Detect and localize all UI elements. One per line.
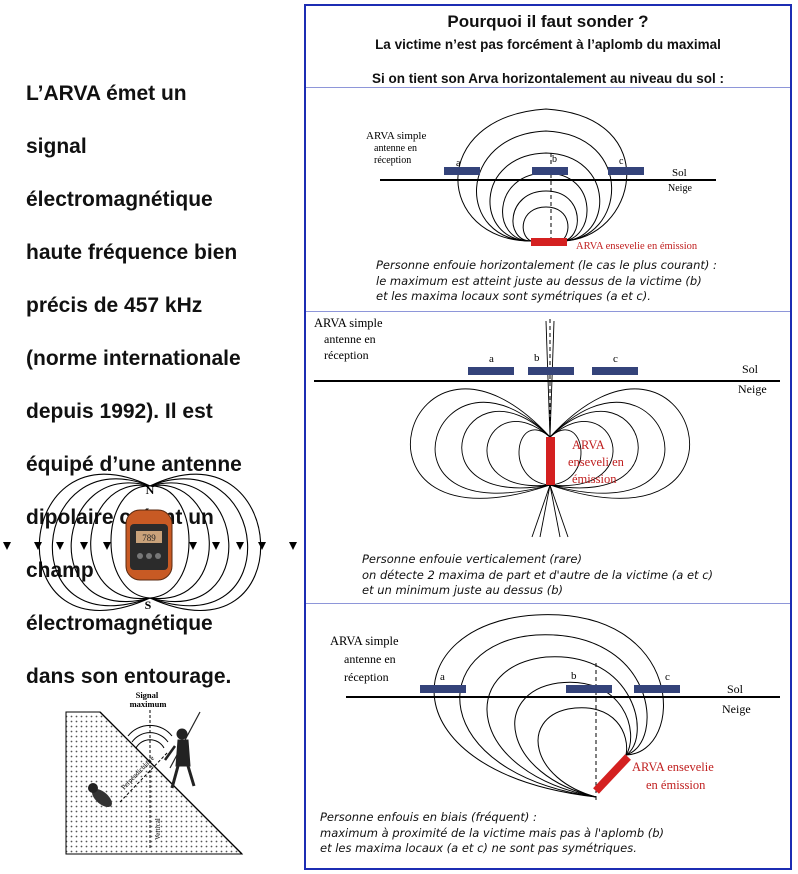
caption-line: le maximum est atteint juste au dessus d…	[376, 273, 702, 288]
caption-line: Personne enfouis en biais (fréquent) :	[320, 810, 537, 824]
sol-label: Sol	[742, 362, 759, 376]
arva-device: 789	[125, 509, 173, 581]
letter-b: b	[534, 352, 540, 364]
case-vertical-caption: Personne enfouie verticalement (rare) on…	[362, 552, 713, 599]
sol-label: Sol	[727, 682, 744, 696]
neige-label: Neige	[738, 382, 767, 396]
caption-line: on détecte 2 maxima de part et d'autre d…	[362, 567, 714, 582]
intro-line: équipé d’une antenne	[26, 452, 242, 476]
receiver-label-line: réception	[374, 155, 411, 166]
intro-line: dans son entourage.	[26, 664, 232, 688]
signal-maximum-label: Signal maximum	[130, 690, 167, 709]
case-vertical-diagram: a b c ARVA simple antenne en réception S…	[306, 311, 790, 538]
intro-line: électromagnétique	[26, 611, 213, 635]
south-pole-label: S	[145, 598, 152, 612]
emitter-label-line: enseveli en	[568, 455, 625, 469]
intro-line: champ	[26, 558, 94, 582]
receiver-label-line: réception	[324, 348, 369, 362]
intro-line: L’ARVA émet un	[26, 81, 187, 105]
vertical-label: Vertical	[154, 818, 162, 840]
letter-a: a	[456, 158, 461, 169]
device-screen-value: 789	[142, 533, 156, 543]
caption-line: maximum à proximité de la victime mais p…	[320, 825, 665, 840]
receiver-label-line: ARVA simple	[366, 130, 426, 142]
caption-line: Personne enfouie verticalement (rare)	[362, 552, 582, 566]
neige-label: Neige	[668, 183, 692, 194]
maximum-label: maximum	[130, 699, 167, 709]
case-horizontal-caption: Personne enfouie horizontalement (le cas…	[376, 258, 717, 305]
receiver-label-line: antenne en	[344, 652, 396, 666]
panel-premise: Si on tient son Arva horizontalement au …	[371, 71, 725, 86]
caption-line: Personne enfouie horizontalement (le cas…	[376, 258, 717, 272]
case-horizontal-diagram: a b c ARVA simple antenne en réception S…	[306, 87, 790, 252]
emitter-label-line: émission	[572, 472, 617, 486]
emitter-label-line: ARVA ensevelie	[632, 760, 714, 774]
neige-label: Neige	[722, 702, 751, 716]
emitter-label: ARVA ensevelie en émission	[576, 241, 698, 252]
signal-label: Signal	[136, 690, 159, 700]
letter-b: b	[552, 154, 557, 165]
intro-line: signal	[26, 134, 87, 158]
caption-line: et un minimum juste au dessus (b)	[362, 583, 563, 597]
letter-b: b	[571, 670, 577, 682]
panel-title: Pourquoi il faut sonder ?	[447, 12, 649, 31]
letter-a: a	[489, 353, 494, 365]
intro-line: précis de 457 kHz	[26, 293, 203, 317]
right-panel-frame	[304, 4, 792, 870]
rescuer-figure	[163, 711, 201, 789]
receiver-label-line: réception	[344, 670, 389, 684]
victim-figure	[88, 783, 112, 807]
intro-line: électromagnétique	[26, 187, 213, 211]
emitter-label-line: en émission	[646, 778, 706, 792]
intro-line: haute fréquence bien	[26, 240, 238, 264]
letter-c: c	[619, 156, 624, 167]
letter-c: c	[665, 671, 670, 683]
case-oblique-caption: Personne enfouis en biais (fréquent) : m…	[320, 810, 664, 857]
letter-c: c	[613, 353, 618, 365]
sol-label: Sol	[672, 167, 687, 179]
receiver-label-line: ARVA simple	[330, 634, 399, 648]
avalanche-slope-diagram: Signal maximum Vertical Perpendiculaire	[65, 690, 244, 855]
dipole-field-diagram: 789 N S	[3, 473, 297, 612]
panel-subtitle: La victime n’est pas forcément à l’aplom…	[375, 37, 721, 52]
receiver-label-line: ARVA simple	[314, 316, 383, 330]
letter-a: a	[440, 671, 445, 683]
north-pole-label: N	[146, 483, 155, 497]
case-oblique-diagram: a b c ARVA simple antenne en réception S…	[306, 603, 790, 803]
receiver-label-line: antenne en	[324, 332, 376, 346]
intro-text: L’ARVA émet un signal électromagnétique …	[26, 54, 296, 717]
emitter-label-line: ARVA	[572, 438, 605, 452]
intro-line: (norme internationale	[26, 346, 241, 370]
caption-line: et les maxima locaux (a et c) ne sont pa…	[320, 841, 637, 855]
intro-line: depuis 1992). Il est	[26, 399, 213, 423]
caption-line: et les maxima locaux sont symétriques (a…	[376, 289, 651, 303]
receiver-label-line: antenne en	[374, 143, 417, 154]
